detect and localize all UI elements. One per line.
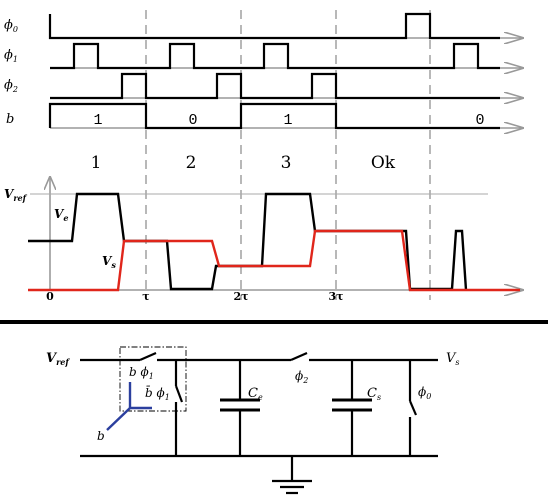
phase-label: Ok — [371, 153, 396, 173]
bit-value: 0 — [475, 112, 484, 129]
bit-value: 1 — [283, 112, 292, 129]
switch-phi2 — [290, 351, 308, 362]
b-wave — [48, 102, 500, 130]
timing-diagram: ϕ0 ϕ1 ϕ2 b 1 0 1 0 1 2 3 Ok — [4, 10, 524, 303]
phi1-label: ϕ1 — [4, 48, 18, 64]
phase-label: 2 — [186, 153, 197, 173]
b-label: b — [6, 112, 14, 127]
circuit-wires — [80, 351, 438, 495]
bbar-phi1-label: b̄ ϕ1 — [145, 384, 170, 402]
phi2-label: ϕ2 — [4, 78, 18, 94]
tick-0: 0 — [46, 290, 54, 303]
phi0-label: ϕ0 — [4, 18, 18, 34]
signal-labels: ϕ0 ϕ1 ϕ2 b — [4, 18, 18, 127]
control-b-input — [106, 407, 131, 431]
tick-2tau: 2τ — [233, 290, 248, 303]
phi2-wave — [50, 72, 500, 100]
vs-circuit-label: Vs — [446, 351, 460, 367]
circuit-schematic: Vref Vs b ϕ1 b̄ ϕ1 b Ce Cs ϕ2 ϕ0 — [46, 346, 460, 495]
phi0-wave — [48, 12, 500, 40]
b-phi1-label: b ϕ1 — [129, 365, 154, 381]
phi2-circuit-label: ϕ2 — [295, 369, 308, 385]
switch-phi0 — [408, 400, 418, 416]
bit-values: 1 0 1 0 — [93, 112, 484, 129]
switch-box — [119, 346, 187, 412]
phi1-wave — [50, 42, 500, 70]
bit-value: 1 — [93, 112, 102, 129]
ve-trace — [28, 192, 468, 291]
control-lines — [106, 382, 152, 431]
digital-waveforms — [48, 12, 500, 130]
cs-label: Cs — [367, 386, 381, 402]
phase-label: 1 — [91, 153, 102, 173]
analog-labels: Vref Ve Vs — [4, 187, 116, 270]
phi0-circuit-label: ϕ0 — [418, 385, 431, 401]
vs-trace — [28, 229, 520, 292]
time-markers — [145, 10, 431, 300]
tick-3tau: 3τ — [328, 290, 343, 303]
vs-analog-label: Vs — [102, 254, 116, 270]
time-tick-labels: 0 τ 2τ 3τ — [46, 290, 343, 303]
vref-analog-label: Vref — [4, 187, 28, 203]
switch-b-phi1 — [139, 351, 157, 362]
switch-bbar-phi1 — [174, 385, 184, 403]
b-input-label: b — [97, 429, 105, 443]
ce-label: Ce — [248, 386, 263, 402]
ve-analog-label: Ve — [54, 207, 68, 223]
phase-label: 3 — [281, 153, 292, 173]
bit-value: 0 — [188, 112, 197, 129]
circuit-labels: Vref Vs b ϕ1 b̄ ϕ1 b Ce Cs ϕ2 ϕ0 — [46, 351, 460, 443]
phase-labels: 1 2 3 Ok — [91, 153, 396, 173]
vref-circuit-label: Vref — [46, 351, 70, 367]
tick-tau: τ — [142, 290, 149, 303]
